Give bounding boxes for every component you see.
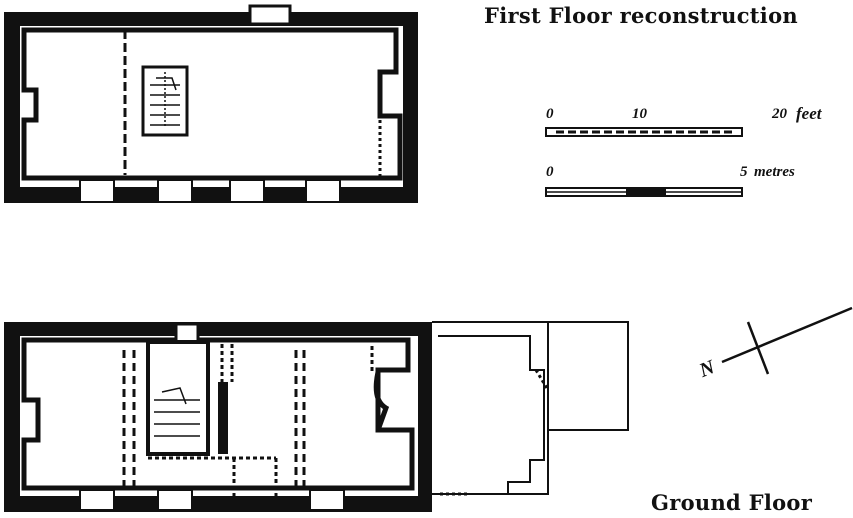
scale-metres-tick-5: 5 — [740, 164, 748, 180]
first-floor-windows — [79, 179, 341, 203]
ground-floor-stair-enclosure — [146, 340, 210, 456]
ground-floor-solid-wall — [218, 382, 228, 454]
first-floor-title: First Floor reconstruction — [484, 3, 798, 28]
ground-floor-plan — [4, 321, 629, 512]
scale-feet-tick-0: 0 — [546, 106, 554, 122]
scale-bar-metres — [545, 187, 743, 197]
scale-feet-tick-10: 10 — [632, 106, 647, 122]
scale-bar-feet — [545, 127, 743, 137]
ground-floor-chimney — [174, 322, 200, 344]
scale-metres-unit: metres — [754, 164, 795, 180]
ground-floor-title: Ground Floor — [651, 490, 813, 515]
first-floor-chimney — [248, 4, 292, 26]
ground-floor-annex — [420, 321, 629, 496]
scale-feet-tick-20: 20 — [772, 106, 787, 122]
ground-floor-stair — [154, 387, 200, 437]
ground-floor-dashed-partitions — [122, 344, 374, 496]
north-arrow — [721, 306, 853, 375]
first-floor-plan — [4, 4, 418, 203]
ground-floor-windows — [79, 489, 345, 511]
scale-metres-tick-0: 0 — [546, 164, 554, 180]
first-floor-room-outline — [21, 27, 403, 181]
scale-feet-unit: feet — [796, 104, 822, 123]
first-floor-stair — [141, 65, 189, 137]
ground-floor-fireplace — [373, 371, 390, 431]
ground-floor-room-outline — [21, 337, 415, 491]
first-floor-interior — [20, 26, 403, 187]
